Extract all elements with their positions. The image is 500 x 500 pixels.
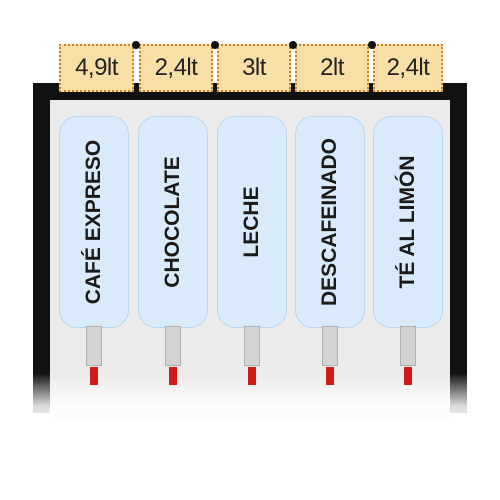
capacity-badge-2: 2,4lt xyxy=(139,44,213,92)
capacity-badge-3: 3lt xyxy=(217,44,291,92)
red-spout-3 xyxy=(248,367,256,385)
joint-dot-1 xyxy=(132,41,140,49)
joint-dot-4 xyxy=(368,41,376,49)
tank-neck-5 xyxy=(400,326,416,366)
tank-label-te-al-limon: TÉ AL LIMÓN xyxy=(396,155,419,289)
tank-leche: LECHE xyxy=(217,116,287,328)
tank-descafeinado: DESCAFEINADO xyxy=(295,116,365,328)
tank-cafe-expreso: CAFÉ EXPRESO xyxy=(59,116,129,328)
tank-label-chocolate: CHOCOLATE xyxy=(161,156,184,288)
capacity-badge-4: 2lt xyxy=(295,44,369,92)
red-spout-1 xyxy=(90,367,98,385)
tank-neck-4 xyxy=(322,326,338,366)
tank-neck-1 xyxy=(86,326,102,366)
tank-neck-2 xyxy=(165,326,181,366)
red-spout-5 xyxy=(404,367,412,385)
tank-label-descafeinado: DESCAFEINADO xyxy=(318,137,341,307)
tank-te-al-limon: TÉ AL LIMÓN xyxy=(373,116,443,328)
red-spout-2 xyxy=(169,367,177,385)
tank-chocolate: CHOCOLATE xyxy=(138,116,208,328)
joint-dot-3 xyxy=(289,41,297,49)
capacity-badge-1: 4,9lt xyxy=(59,44,134,92)
red-spout-4 xyxy=(326,367,334,385)
joint-dot-2 xyxy=(211,41,219,49)
tank-neck-3 xyxy=(244,326,260,366)
tank-label-cafe-expreso: CAFÉ EXPRESO xyxy=(82,139,105,305)
capacity-row: 4,9lt 2,4lt 3lt 2lt 2,4lt xyxy=(59,44,443,94)
capacity-badge-5: 2,4lt xyxy=(373,44,443,92)
tank-label-leche: LECHE xyxy=(240,186,263,258)
